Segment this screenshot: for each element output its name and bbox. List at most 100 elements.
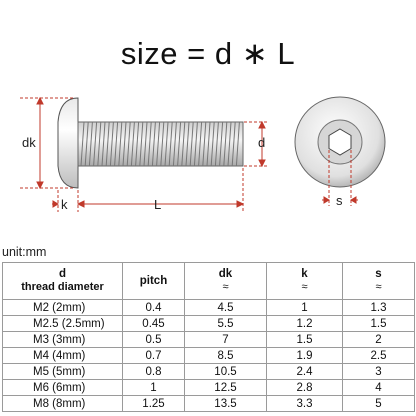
unit-label: unit:mm [2,245,47,259]
k-label: k [61,197,68,212]
cell: 1.5 [266,331,343,348]
thread-line [210,121,215,167]
cell: 2.8 [266,379,343,396]
thread-line [114,121,119,167]
thread-line [97,121,102,167]
thread-line [139,121,144,167]
thread-line [164,121,169,167]
cell: 1.9 [266,347,343,364]
screw-diagram: dk d k L s [20,96,386,212]
thread-line [105,121,110,167]
thread-line [122,121,127,167]
cell: 1.25 [122,395,185,412]
page-title: size = d ∗ L [120,36,296,71]
thread-line [202,121,207,167]
thread-line [109,121,114,167]
cell: 3.3 [266,395,343,412]
cell: 2.5 [342,347,415,364]
cell: M8 (8mm) [2,395,123,412]
header-s: s≈ [342,262,415,300]
cell: 1.2 [266,315,343,332]
thread-line [151,121,156,167]
header-k: k≈ [266,262,343,300]
k-l-dimension [52,168,245,212]
cell: 5.5 [184,315,267,332]
header-dk: dk≈ [184,262,267,300]
cell: 8.5 [184,347,267,364]
hex-socket-icon [328,128,352,156]
thread-line [101,121,106,167]
thread-line [147,121,152,167]
thread-line [88,121,93,167]
thread-line [143,121,148,167]
thread-line [172,121,177,167]
thread-line [223,121,228,167]
s-dimension [322,150,358,206]
thread-line [156,121,161,167]
d-label: d [258,135,265,150]
thread-line [227,121,232,167]
screw-head-side [57,97,79,189]
thread-line [185,121,190,167]
dk-dimension [20,96,74,190]
cell: 1 [266,299,343,316]
d-dimension [244,120,268,168]
thread-line [118,121,123,167]
thread-line [198,121,203,167]
cell: 4 [342,379,415,396]
thread-line [168,121,173,167]
cell: M4 (4mm) [2,347,123,364]
cell: 2.4 [266,363,343,380]
cell: M5 (5mm) [2,363,123,380]
cell: M6 (6mm) [2,379,123,396]
thread-line [206,121,211,167]
header-pitch: pitch [122,262,185,300]
thread-line [219,121,224,167]
thread-line [160,121,165,167]
cell: 1.5 [342,315,415,332]
s-label: s [336,193,343,208]
thread-line [80,121,85,167]
thread-line [181,121,186,167]
thread-line [231,121,236,167]
cell: 12.5 [184,379,267,396]
cell: M3 (3mm) [2,331,123,348]
cell: M2 (2mm) [2,299,123,316]
cell: 1 [122,379,185,396]
cell: 4.5 [184,299,267,316]
cell: 10.5 [184,363,267,380]
l-label: L [154,197,161,212]
dk-label: dk [22,135,36,150]
cell: M2.5 (2.5mm) [2,315,123,332]
cell: 3 [342,363,415,380]
cell: 0.5 [122,331,185,348]
cell: 0.7 [122,347,185,364]
cell: 7 [184,331,267,348]
thread-line [189,121,194,167]
thread-line [135,121,140,167]
screw-shaft [77,121,244,167]
thread-line [130,121,135,167]
cell: 0.45 [122,315,185,332]
thread-line [93,121,98,167]
cell: 2 [342,331,415,348]
screw-head-top [294,96,386,188]
thread-line [126,121,131,167]
thread-line [214,121,219,167]
thread-line [177,121,182,167]
cell: 13.5 [184,395,267,412]
thread-line [193,121,198,167]
cell: 1.3 [342,299,415,316]
cell: 0.8 [122,363,185,380]
thread-line [84,121,89,167]
